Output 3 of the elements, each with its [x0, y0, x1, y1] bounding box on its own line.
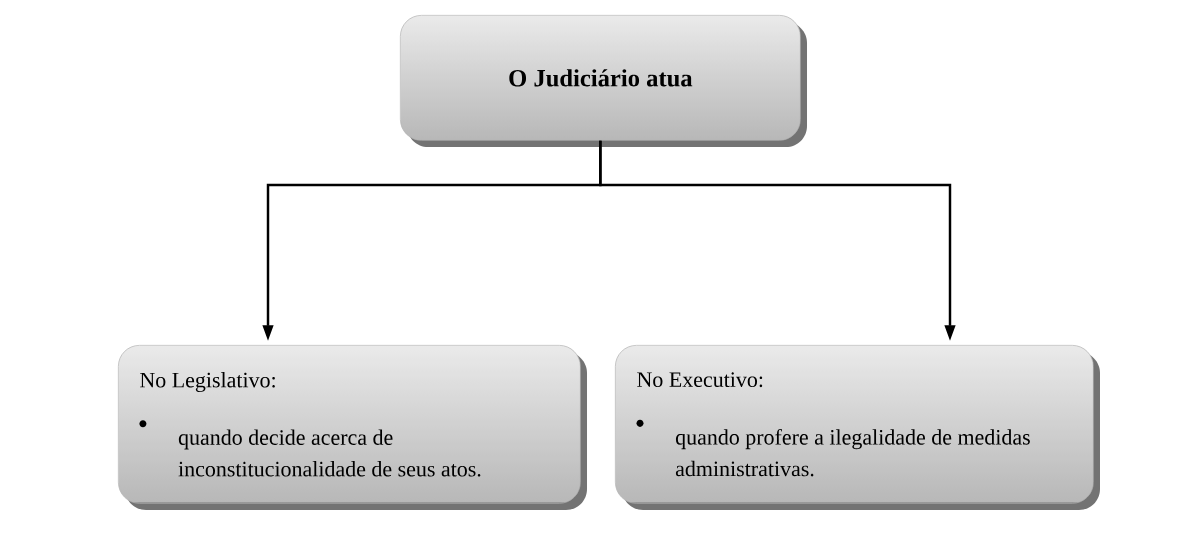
- title-box: O Judiciário atua: [400, 15, 807, 147]
- text-box: No Executivo: quando profere a ilegalidade de medidas administrativas.: [615, 345, 1100, 510]
- text-box: No Legislativo: quando decide acerca de inconstitucionalidade de seus atos.: [118, 345, 587, 510]
